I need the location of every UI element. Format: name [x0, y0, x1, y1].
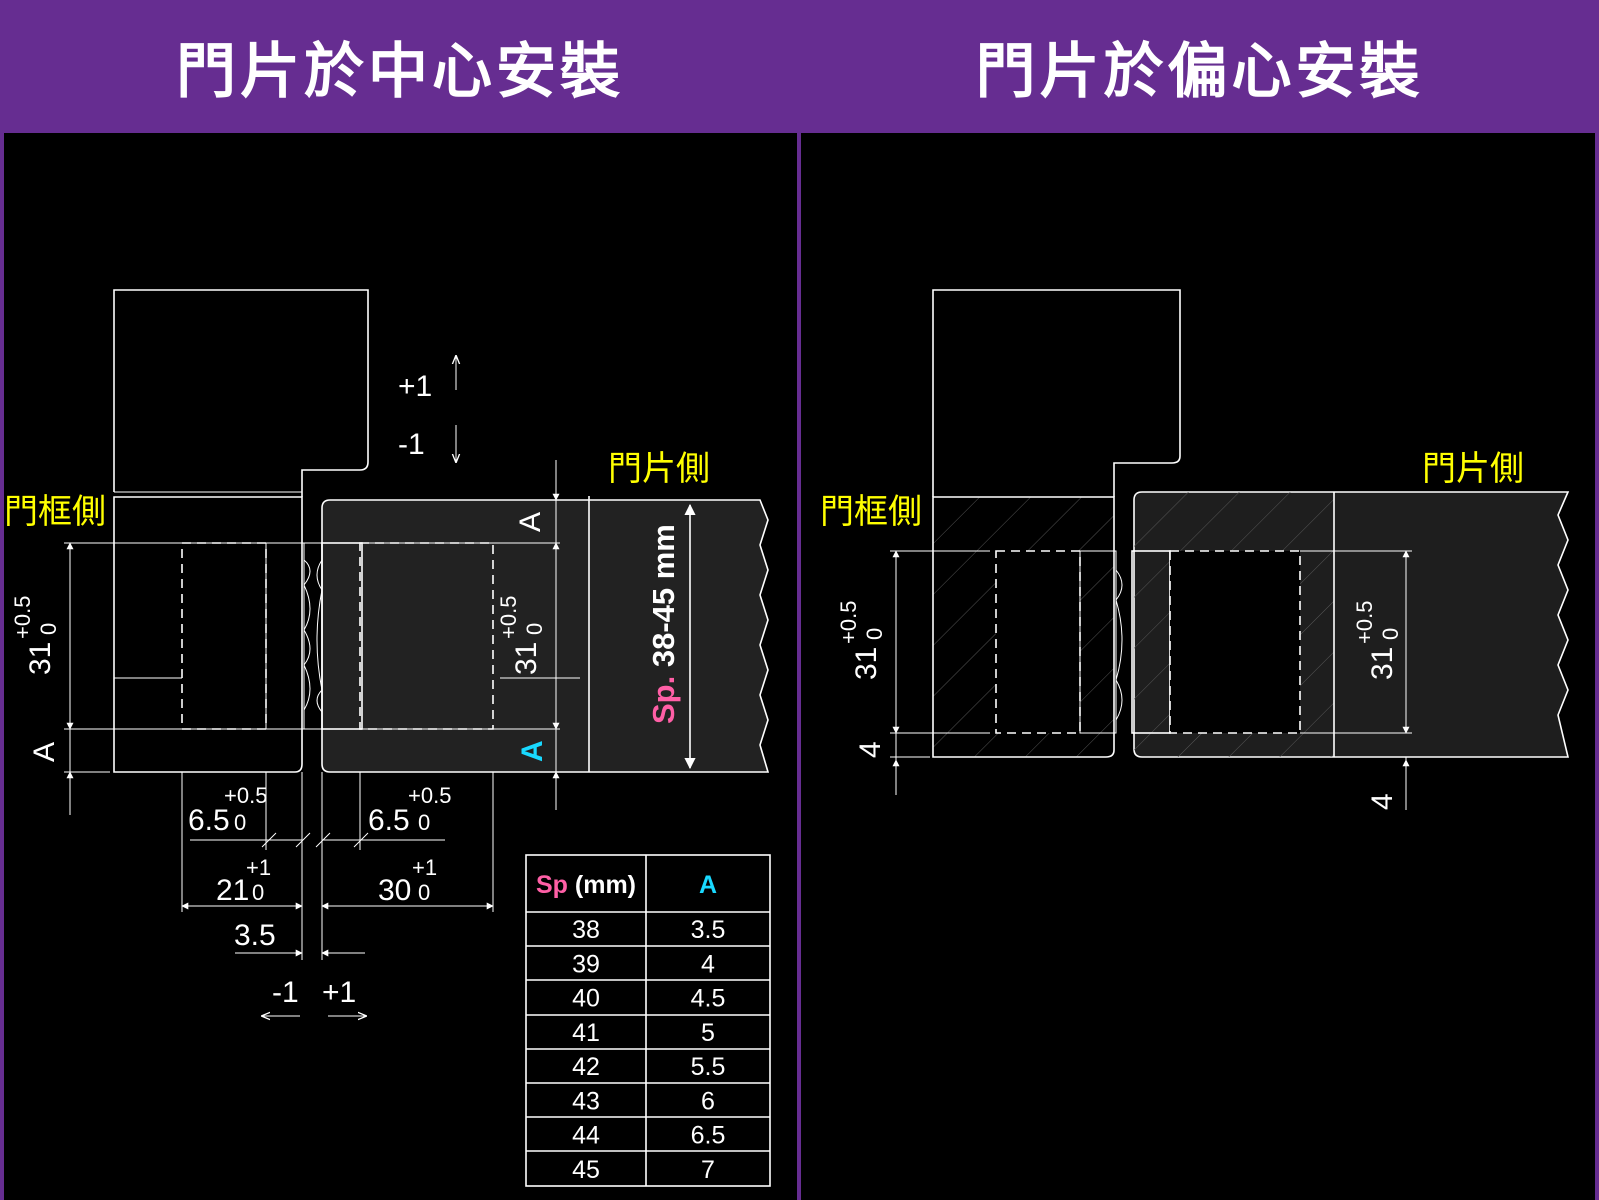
- table-cell-sp: 45: [572, 1156, 600, 1184]
- dim-21: 21 +1 0: [216, 855, 271, 907]
- left-border: [0, 133, 4, 1200]
- table-header-a: A: [699, 871, 717, 899]
- right-panel-title: 門片於偏心安裝: [800, 0, 1599, 133]
- svg-text:0: 0: [418, 810, 430, 835]
- svg-text:+0.5: +0.5: [496, 596, 521, 639]
- svg-text:A: A: [514, 512, 547, 532]
- svg-text:0: 0: [252, 880, 264, 905]
- door-side-label-left: 門片側: [608, 449, 710, 489]
- svg-text:31: 31: [24, 642, 57, 675]
- table-cell-a: 5.5: [691, 1053, 726, 1081]
- table-cell-a: 5: [701, 1019, 715, 1047]
- svg-text:+1: +1: [412, 855, 437, 880]
- sp-dimension-label: Sp. 38-45 mm: [646, 524, 681, 724]
- frame-hinge-cutout: [181, 542, 267, 730]
- svg-text:+0.5: +0.5: [224, 783, 267, 808]
- svg-text:21: 21: [216, 874, 249, 907]
- svg-text:0: 0: [234, 810, 246, 835]
- svg-text:+0.5: +0.5: [1352, 601, 1377, 644]
- dim-6-5-frame: 6.5 +0.5 0: [188, 783, 267, 837]
- svg-text:0: 0: [522, 623, 547, 635]
- left-dim-31: 31 +0.5 0: [10, 596, 61, 675]
- dim-3-5: 3.5: [234, 919, 276, 952]
- table-cell-a: 6: [701, 1087, 715, 1115]
- vert-adjust-plus: +1: [398, 370, 432, 403]
- right-frame-dim-4: 4: [854, 741, 887, 758]
- lat-adjust-plus: +1: [322, 976, 356, 1009]
- lat-adjust-minus: -1: [272, 976, 299, 1009]
- door-side-label-right: 門片側: [1422, 449, 1524, 489]
- table-cell-sp: 44: [572, 1122, 600, 1150]
- table-cell-a: 4: [701, 950, 715, 978]
- svg-text:0: 0: [862, 628, 887, 640]
- dim-30: 30 +1 0: [378, 855, 437, 907]
- sp-a-table: Sp (mm) A 38 3.5 39 4 40 4.5 41 5 42 5.5 43 6 44 6.5 4…: [525, 854, 771, 1187]
- svg-text:31: 31: [510, 642, 543, 675]
- right-door-dim-4: 4: [1366, 793, 1399, 810]
- svg-text:31: 31: [1366, 647, 1399, 680]
- svg-text:30: 30: [378, 874, 411, 907]
- table-cell-a: 6.5: [691, 1122, 726, 1150]
- svg-text:+1: +1: [246, 855, 271, 880]
- table-cell-a: 7: [701, 1156, 715, 1184]
- frame-hinge-cutout-right: [995, 550, 1081, 734]
- right-door-dim-31: 31 +0.5 0: [1352, 601, 1403, 680]
- svg-text:+0.5: +0.5: [408, 783, 451, 808]
- door-dim-A-cyan: A: [516, 740, 549, 762]
- door-dim-31: 31 +0.5 0: [496, 596, 547, 675]
- right-diagram: [890, 289, 1570, 810]
- right-border: [1595, 133, 1599, 1200]
- frame-profile: [113, 289, 369, 497]
- left-panel-title: 門片於中心安裝: [0, 0, 800, 133]
- vert-adjust-minus: -1: [398, 428, 425, 461]
- svg-text:4: 4: [1366, 793, 1399, 810]
- table-cell-sp: 39: [572, 950, 600, 978]
- table-cell-sp: 40: [572, 985, 600, 1013]
- svg-text:0: 0: [36, 623, 61, 635]
- svg-text:0: 0: [418, 880, 430, 905]
- table-cell-a: 3.5: [691, 916, 726, 944]
- door-hinge-cutout-right: [1169, 550, 1301, 734]
- svg-text:+0.5: +0.5: [10, 596, 35, 639]
- left-dim-A: A: [28, 742, 61, 762]
- svg-text:Sp. 38-45 mm: Sp. 38-45 mm: [646, 524, 681, 724]
- table-cell-sp: 42: [572, 1053, 600, 1081]
- frame-side-label-left: 門框側: [4, 492, 106, 532]
- table-header-sp: Sp (mm): [536, 871, 636, 899]
- right-frame-dim-31: 31 +0.5 0: [836, 601, 887, 680]
- svg-text:A: A: [516, 740, 549, 762]
- dim-6-5-door: 6.5 +0.5 0: [368, 783, 451, 837]
- svg-text:6.5: 6.5: [368, 804, 410, 837]
- door-dim-A-top: A: [514, 512, 547, 532]
- frame-profile-right: [932, 289, 1181, 497]
- table-cell-sp: 43: [572, 1087, 600, 1115]
- panel-divider: [797, 133, 801, 1200]
- door-body: [321, 499, 770, 773]
- svg-text:31: 31: [850, 647, 883, 680]
- table-cell-sp: 38: [572, 916, 600, 944]
- frame-body: [113, 496, 303, 773]
- svg-text:0: 0: [1378, 628, 1403, 640]
- left-diagram: [64, 289, 770, 1016]
- svg-text:4: 4: [854, 741, 887, 758]
- table-cell-a: 4.5: [691, 985, 726, 1013]
- frame-side-label-right: 門框側: [820, 492, 922, 532]
- svg-text:6.5: 6.5: [188, 804, 230, 837]
- svg-text:A: A: [28, 742, 61, 762]
- svg-text:+0.5: +0.5: [836, 601, 861, 644]
- table-cell-sp: 41: [572, 1019, 600, 1047]
